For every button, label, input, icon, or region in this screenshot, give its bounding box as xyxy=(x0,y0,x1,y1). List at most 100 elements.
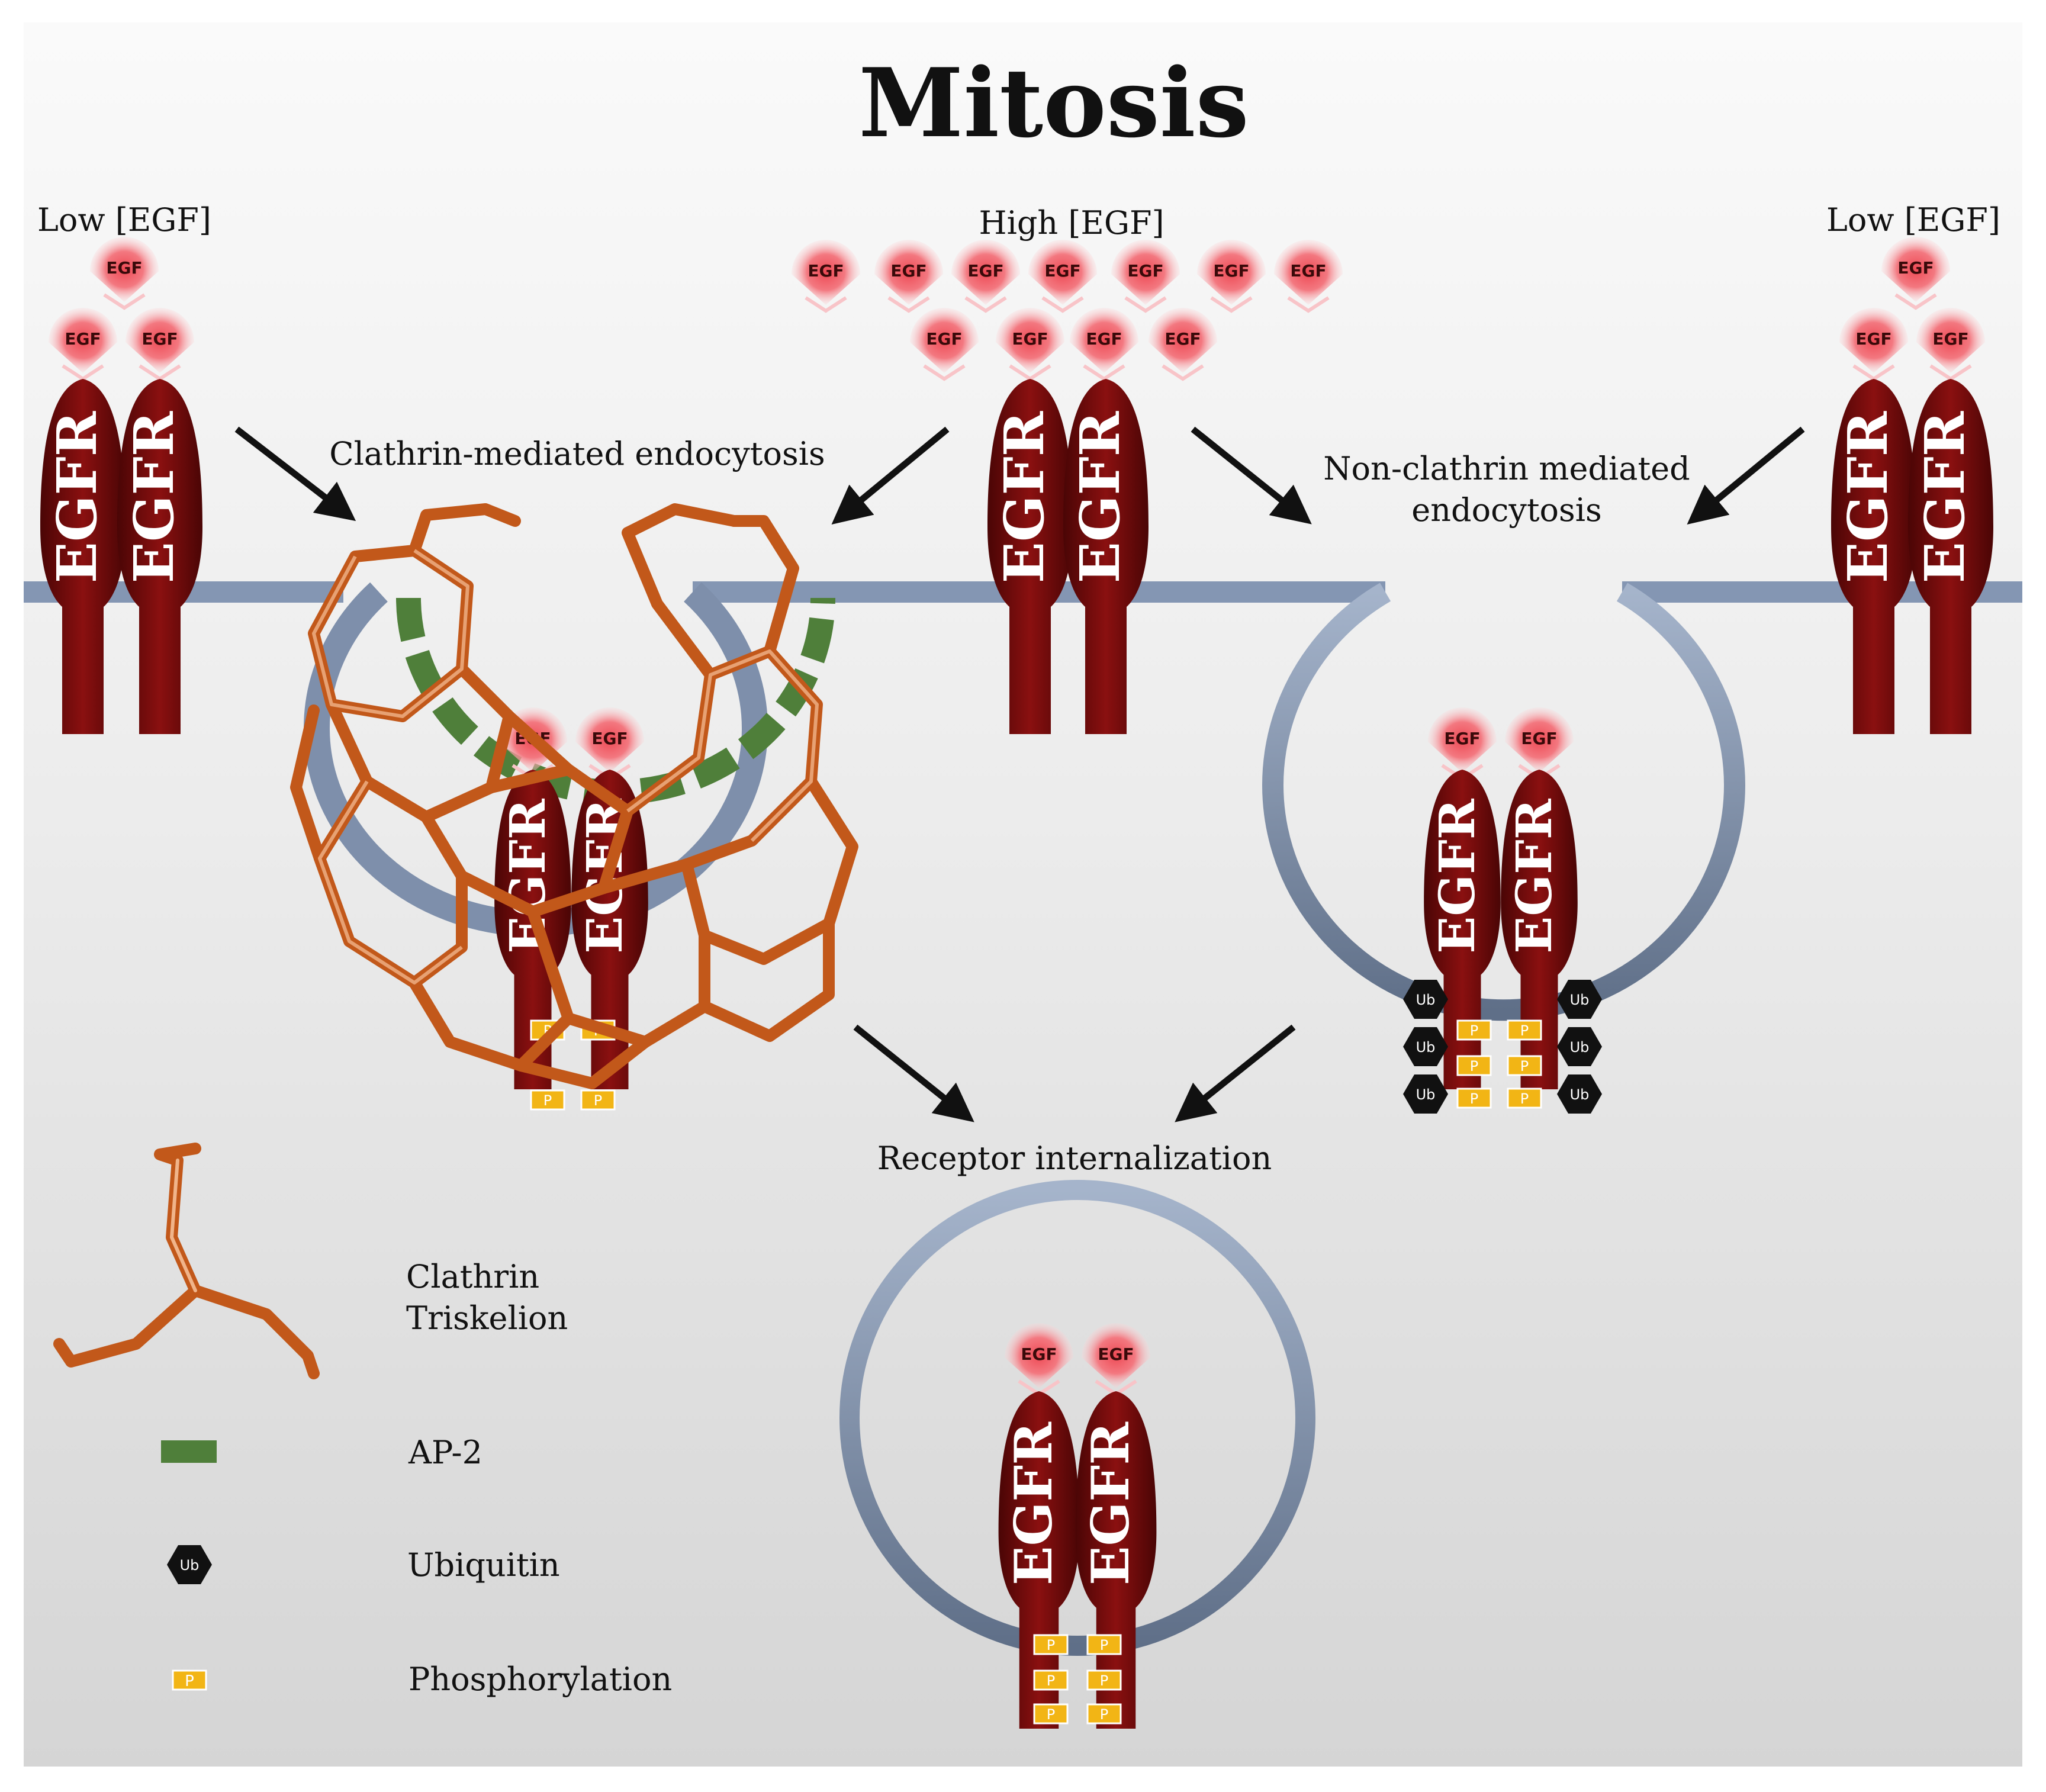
egfr-label: EGFR xyxy=(1836,411,1900,583)
ub-label: Ub xyxy=(1416,992,1436,1008)
egf-label: EGF xyxy=(1012,329,1048,349)
non-clathrin-vesicle-membrane xyxy=(1262,583,1745,1021)
egf-label: EGF xyxy=(967,261,1003,281)
egf-label: EGF xyxy=(1521,729,1557,748)
egfr-receptor-7: EGFR xyxy=(494,770,571,1089)
phospho-label: P xyxy=(594,1092,602,1109)
egf-ligand-8: EGF xyxy=(874,240,943,311)
egf-ligand-20: EGF xyxy=(1428,707,1497,778)
label-low-egf-left: Low [EGF] xyxy=(37,201,211,239)
clathrin-lattice-highlight xyxy=(312,549,819,985)
egf-label: EGF xyxy=(141,329,178,349)
egfr-label: EGFR xyxy=(498,798,556,954)
arrow-clathrin-to-internalization xyxy=(853,1024,974,1122)
egfr-receptor-4: EGFR xyxy=(1908,379,1993,734)
egfr-receptor-1: EGFR xyxy=(40,379,126,734)
egfr-receptor-10: EGFR xyxy=(1501,770,1578,1089)
ubiquitin-1: Ub xyxy=(1403,980,1448,1019)
arrows xyxy=(234,426,1805,1122)
arrow-high-to-clathrin xyxy=(831,426,950,525)
phospho-label: P xyxy=(1470,1022,1478,1039)
label-non-clathrin-line2: endocytosis xyxy=(1411,491,1601,529)
egf-ligand-5: EGF xyxy=(1839,308,1908,379)
phosphorylation-tag-15: P xyxy=(1033,1703,1069,1725)
egf-label: EGF xyxy=(1444,729,1480,748)
phosphorylation-tag-11: P xyxy=(1033,1634,1069,1655)
ub-label: Ub xyxy=(1570,992,1590,1008)
legend: Clathrin Triskelion AP-2 Ub Ubiquitin P … xyxy=(53,1143,672,1698)
phosphorylation-tag-16: P xyxy=(1086,1703,1122,1725)
title: Mitosis xyxy=(858,47,1249,159)
phospho-label: P xyxy=(1047,1706,1055,1723)
phosphorylation-tag-6: P xyxy=(1507,1019,1542,1041)
ubiquitin-6: Ub xyxy=(1557,1074,1602,1114)
egfr-label: EGFR xyxy=(1505,798,1563,954)
phospho-label: P xyxy=(543,1092,552,1109)
egf-label: EGF xyxy=(1164,329,1201,349)
egf-ligand-14: EGF xyxy=(910,308,979,379)
phosphorylation-tag-10: P xyxy=(1507,1088,1542,1109)
egf-label: EGF xyxy=(1021,1344,1057,1364)
egf-ligand-21: EGF xyxy=(1505,707,1574,778)
egf-label: EGF xyxy=(1098,1344,1134,1364)
arrow-high-to-non-clathrin xyxy=(1191,426,1312,525)
egf-label: EGF xyxy=(1855,329,1891,349)
egfr-receptor-3: EGFR xyxy=(1831,379,1916,734)
egf-ligand-17: EGF xyxy=(1149,308,1217,379)
egf-label: EGF xyxy=(808,261,844,281)
legend-ap2: AP-2 xyxy=(408,1434,482,1471)
egf-ligand-11: EGF xyxy=(1111,240,1180,311)
egfr-label: EGFR xyxy=(1080,1421,1141,1585)
phospho-label: P xyxy=(1470,1090,1478,1107)
egf-label: EGF xyxy=(1213,261,1249,281)
legend-ubiquitin: Ubiquitin xyxy=(407,1546,560,1584)
egf-label: EGF xyxy=(1086,329,1122,349)
phospho-label: P xyxy=(1047,1672,1055,1689)
phosphorylation-tag-8: P xyxy=(1507,1055,1542,1076)
phospho-label: P xyxy=(1100,1672,1108,1689)
egf-ligand-2: EGF xyxy=(49,308,117,379)
egf-ligand-1: EGF xyxy=(90,237,159,308)
egf-ligand-3: EGF xyxy=(126,308,194,379)
ub-label: Ub xyxy=(1416,1086,1436,1103)
egfr-label: EGFR xyxy=(1003,1421,1064,1585)
internalized-vesicle xyxy=(839,1180,1315,1656)
phospho-label: P xyxy=(1100,1706,1108,1723)
egf-ligand-4: EGF xyxy=(1881,237,1950,308)
egf-ligand-23: EGF xyxy=(1082,1323,1150,1394)
egf-label: EGF xyxy=(1897,258,1934,278)
egf-label: EGF xyxy=(890,261,927,281)
egf-ligand-9: EGF xyxy=(951,240,1020,311)
legend-ubiquitin-icon-label: Ub xyxy=(180,1557,200,1574)
phospho-label: P xyxy=(1520,1058,1529,1074)
egfr-label: EGFR xyxy=(1428,798,1486,954)
egf-ligand-15: EGF xyxy=(996,308,1064,379)
egfr-receptor-9: EGFR xyxy=(1424,770,1501,1089)
egf-ligand-22: EGF xyxy=(1005,1323,1073,1394)
egf-label: EGF xyxy=(1932,329,1968,349)
legend-clathrin-line1: Clathrin xyxy=(406,1258,539,1295)
egf-label: EGF xyxy=(1127,261,1163,281)
egfr-label: EGFR xyxy=(992,411,1056,583)
phosphorylation-tag-3: P xyxy=(530,1089,565,1111)
egfr-receptor-2: EGFR xyxy=(117,379,202,734)
ub-label: Ub xyxy=(1570,1086,1590,1103)
label-non-clathrin-line1: Non-clathrin mediated xyxy=(1323,450,1690,487)
label-receptor-internalization: Receptor internalization xyxy=(877,1140,1272,1177)
ub-label: Ub xyxy=(1416,1039,1436,1056)
label-high-egf: High [EGF] xyxy=(979,204,1164,242)
egf-label: EGF xyxy=(65,329,101,349)
egf-ligand-6: EGF xyxy=(1916,308,1985,379)
phosphorylation-tag-7: P xyxy=(1456,1055,1492,1076)
phospho-label: P xyxy=(1047,1637,1055,1653)
egfr-label: EGFR xyxy=(1068,411,1132,583)
ubiquitin-5: Ub xyxy=(1557,1027,1602,1066)
phosphorylation-tag-13: P xyxy=(1033,1669,1069,1691)
phosphorylation-tag-5: P xyxy=(1456,1019,1492,1041)
legend-ap2-icon xyxy=(161,1440,217,1463)
legend-phosphorylation: Phosphorylation xyxy=(408,1661,672,1698)
ub-label: Ub xyxy=(1570,1039,1590,1056)
phosphorylation-tag-14: P xyxy=(1086,1669,1122,1691)
arrow-low-right-to-non-clathrin xyxy=(1687,426,1805,525)
